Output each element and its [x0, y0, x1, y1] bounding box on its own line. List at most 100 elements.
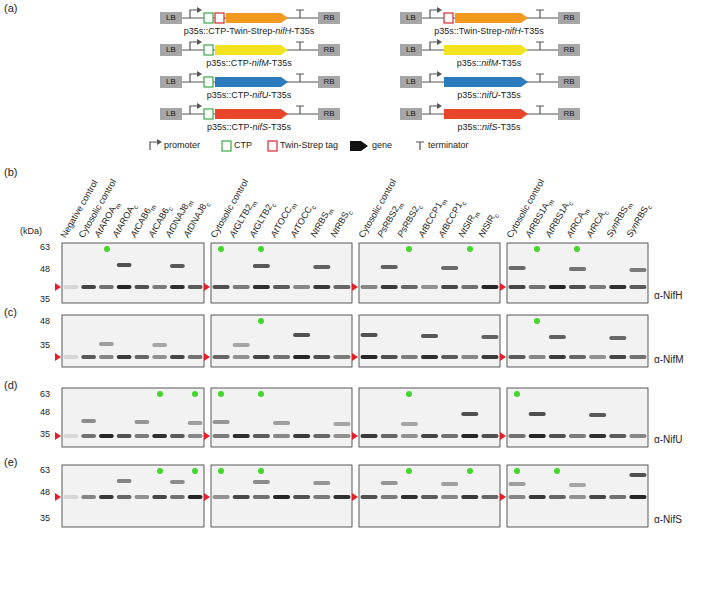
target-triangle — [500, 353, 506, 361]
promoter-symbol — [430, 106, 438, 114]
text-run: -T35s — [291, 26, 314, 36]
green-dot — [258, 318, 264, 324]
border-box: RB — [318, 44, 340, 56]
protein-band — [170, 495, 185, 499]
green-dot — [467, 246, 473, 252]
protein-band — [569, 434, 586, 438]
green-dot — [258, 391, 264, 397]
text-run: 48 — [40, 316, 50, 326]
protein-band — [629, 285, 646, 289]
figure-label: (d) — [4, 379, 17, 391]
border-label: LB — [166, 14, 176, 22]
protein-band — [99, 434, 114, 438]
border-box: LB — [400, 108, 422, 120]
text-run: -T35s — [268, 90, 291, 100]
protein-band — [441, 355, 458, 359]
figure-label: 48 — [40, 408, 50, 418]
protein-band — [170, 264, 185, 268]
protein-band — [381, 265, 398, 269]
border-box: RB — [558, 12, 580, 24]
protein-band — [333, 495, 350, 499]
promoter-symbol — [190, 42, 198, 50]
gene-arrow — [215, 109, 288, 119]
green-dot — [218, 391, 224, 397]
protein-band — [529, 434, 546, 438]
protein-band — [333, 434, 350, 438]
protein-band — [441, 266, 458, 270]
blot-membrane — [62, 243, 204, 303]
text-run: -T35s — [268, 122, 291, 132]
green-dot — [514, 468, 520, 474]
protein-band — [152, 495, 167, 499]
legend-text: CTP — [234, 141, 252, 151]
protein-band — [401, 285, 418, 289]
protein-band — [253, 355, 270, 359]
protein-band — [529, 412, 546, 416]
target-triangle — [500, 283, 506, 291]
protein-band — [361, 285, 378, 289]
border-box: RB — [558, 108, 580, 120]
text-run: p35s::CTP-Twin-Strep- — [184, 26, 276, 36]
protein-band — [569, 267, 586, 271]
blot-membrane — [359, 315, 500, 367]
protein-band — [401, 495, 418, 499]
protein-band — [421, 434, 438, 438]
protein-band — [99, 495, 114, 499]
figure-label: p35s::nifS-T35s — [457, 123, 520, 133]
protein-band — [313, 265, 330, 269]
border-box: LB — [400, 12, 422, 24]
legend-text: gene — [372, 141, 392, 151]
promoter-arrowhead — [437, 71, 442, 77]
border-box: LB — [400, 44, 422, 56]
blot-membrane — [359, 465, 500, 527]
protein-band — [170, 285, 185, 289]
protein-band — [529, 495, 546, 499]
terminator-symbol — [536, 106, 544, 114]
promoter-symbol — [430, 42, 438, 50]
border-box: RB — [318, 76, 340, 88]
text-run: p35s::CTP- — [207, 90, 253, 100]
text-run: 63 — [40, 465, 50, 475]
protein-band — [509, 266, 526, 270]
protein-band — [609, 355, 626, 359]
protein-band — [609, 285, 626, 289]
protein-band — [461, 285, 478, 289]
green-dot — [574, 246, 580, 252]
protein-band — [293, 495, 310, 499]
protein-band — [421, 495, 438, 499]
figure-label: p35s::CTP-nifM-T35s — [206, 59, 292, 69]
promoter-symbol — [190, 10, 198, 18]
terminator-symbol — [296, 42, 304, 50]
protein-band — [273, 421, 290, 425]
protein-band — [81, 495, 96, 499]
text-run: p35s:: — [457, 90, 482, 100]
green-dot — [157, 468, 163, 474]
protein-band — [117, 495, 132, 499]
protein-band — [117, 355, 132, 359]
figure-label: (c) — [4, 306, 17, 318]
protein-band — [629, 473, 646, 477]
terminator-symbol — [536, 42, 544, 50]
protein-band — [64, 495, 79, 499]
protein-band — [233, 285, 250, 289]
text-run: -T35s — [521, 26, 544, 36]
protein-band — [213, 495, 230, 499]
border-label: LB — [406, 110, 416, 118]
protein-band — [609, 434, 626, 438]
protein-band — [213, 355, 230, 359]
border-label: RB — [323, 110, 334, 118]
figure-label: (a) — [4, 2, 17, 14]
blot-membrane — [62, 315, 204, 367]
protein-band — [589, 434, 606, 438]
protein-band — [569, 483, 586, 487]
text-run: nifU — [252, 90, 268, 100]
protein-band — [213, 420, 230, 424]
protein-band — [233, 495, 250, 499]
protein-band — [313, 434, 330, 438]
protein-band — [401, 355, 418, 359]
figure-label: 63 — [40, 243, 50, 253]
protein-band — [381, 434, 398, 438]
green-dot — [406, 246, 412, 252]
protein-band — [253, 264, 270, 268]
border-label: LB — [166, 110, 176, 118]
